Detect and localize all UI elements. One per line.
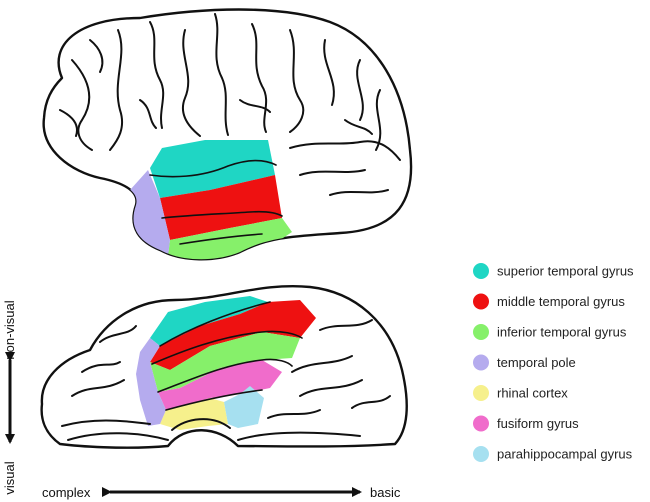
horizontal-axis-left-label: complex (42, 485, 91, 500)
medial-brain-view (40, 285, 408, 449)
medial-rhinal-region (160, 398, 228, 430)
legend-label: inferior temporal gyrus (497, 325, 627, 340)
legend-label: middle temporal gyrus (497, 294, 625, 309)
medial-middle-temporal-region (150, 300, 316, 370)
legend-item: middle temporal gyrus (473, 293, 625, 310)
vertical-axis: non-visual visual (2, 300, 17, 494)
legend-item: inferior temporal gyrus (473, 324, 627, 340)
legend-swatch (473, 293, 489, 310)
medial-parahippocampal-region (224, 386, 264, 428)
medial-temporal-pole-region (136, 338, 166, 426)
legend-swatch (473, 385, 489, 401)
legend-swatch (473, 263, 489, 279)
legend: superior temporal gyrus middle temporal g… (473, 263, 634, 462)
legend-label: parahippocampal gyrus (497, 447, 633, 462)
lateral-middle-temporal-region (160, 175, 282, 240)
medial-inferior-temporal-region (150, 332, 300, 392)
legend-label: temporal pole (497, 355, 576, 370)
legend-swatch (473, 446, 489, 462)
lateral-superior-temporal-region (150, 140, 275, 198)
horizontal-axis: complex basic (42, 485, 401, 500)
horizontal-axis-right-label: basic (370, 485, 401, 500)
legend-swatch (473, 354, 489, 371)
legend-label: superior temporal gyrus (497, 264, 634, 279)
legend-swatch (473, 324, 489, 340)
legend-item: fusiform gyrus (473, 415, 579, 432)
lateral-brain-view (42, 8, 413, 261)
legend-item: temporal pole (473, 354, 576, 371)
legend-label: fusiform gyrus (497, 416, 579, 431)
lateral-temporal-pole-region (130, 170, 170, 256)
medial-fusiform-region (158, 360, 282, 410)
legend-item: superior temporal gyrus (473, 263, 634, 279)
legend-item: parahippocampal gyrus (473, 446, 633, 462)
vertical-axis-bottom-label: visual (2, 461, 17, 494)
legend-label: rhinal cortex (497, 386, 568, 401)
legend-swatch (473, 415, 489, 432)
legend-item: rhinal cortex (473, 385, 568, 401)
vertical-axis-top-label: non-visual (2, 300, 17, 359)
